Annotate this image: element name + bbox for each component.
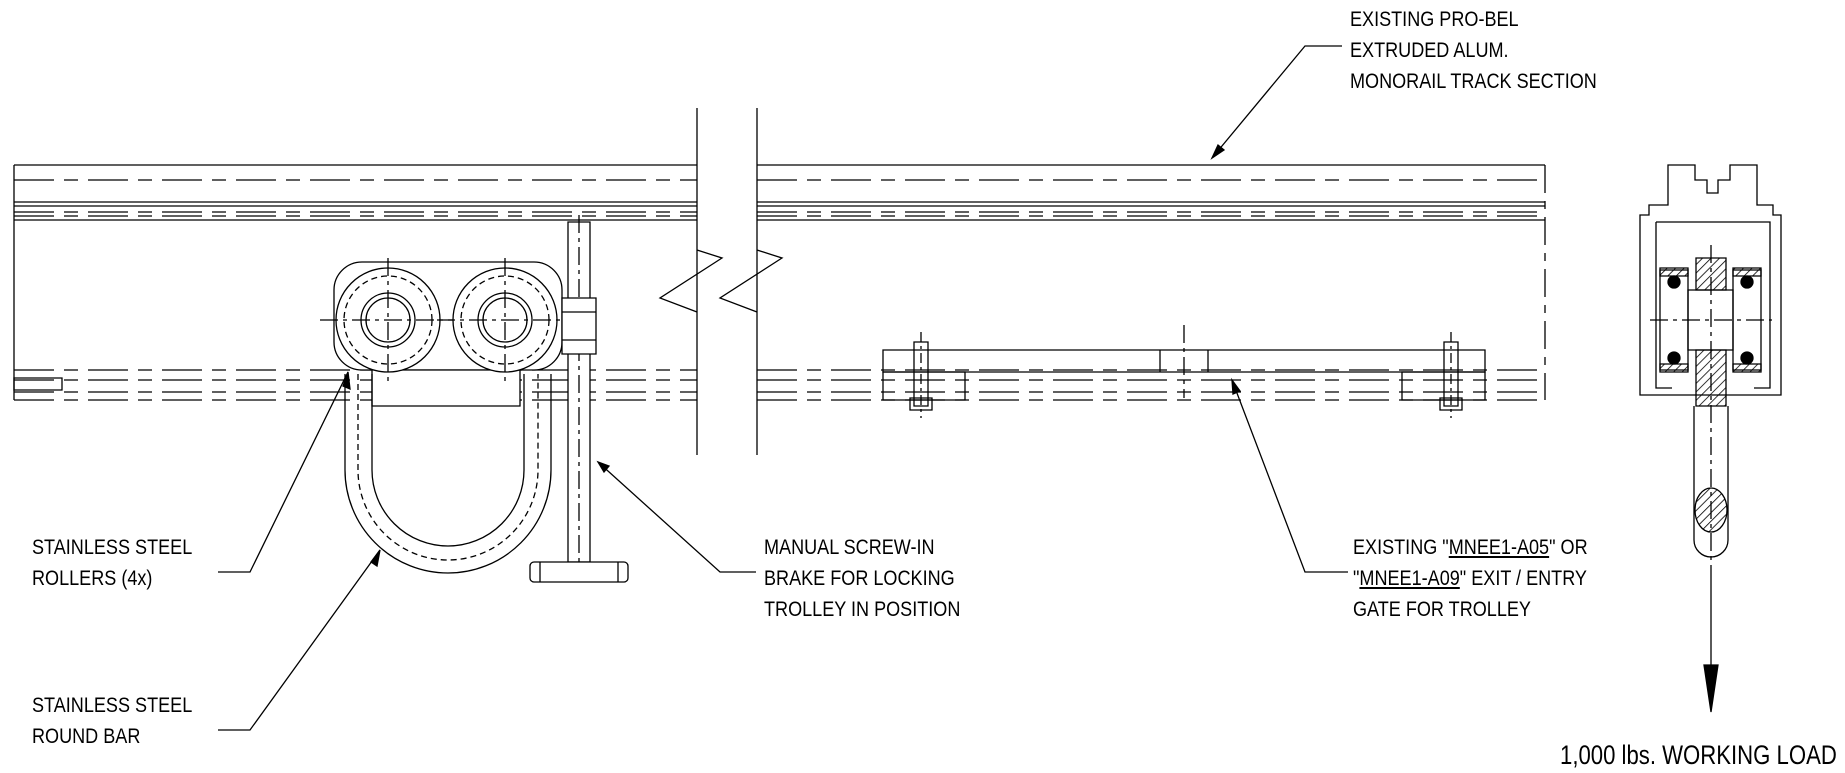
leader-gate xyxy=(1232,380,1348,572)
rail-right-segment xyxy=(757,165,1545,400)
gate-line1-prefix: EXISTING " xyxy=(1353,536,1449,559)
working-load-label: 1,000 lbs. WORKING LOAD xyxy=(1560,740,1837,770)
round-bar-section xyxy=(1694,406,1728,557)
callout-line: EXTRUDED ALUM. xyxy=(1350,39,1509,62)
roller-left xyxy=(320,258,456,382)
load-arrow xyxy=(1704,565,1718,712)
callout-line: TROLLEY IN POSITION xyxy=(764,598,961,621)
leader-rollers xyxy=(218,372,350,572)
roller-right xyxy=(437,258,573,382)
callout-line: MONORAIL TRACK SECTION xyxy=(1350,70,1597,93)
brake-screw xyxy=(530,215,628,582)
gate-line2-suffix: " EXIT / ENTRY xyxy=(1459,567,1587,590)
leader-brake xyxy=(598,462,756,572)
break-symbol xyxy=(660,108,782,455)
callout-line: EXISTING PRO-BEL xyxy=(1350,8,1519,31)
leader-track xyxy=(1212,46,1342,158)
callout-rollers: STAINLESS STEEL ROLLERS (4x) xyxy=(32,532,192,594)
round-bar-u xyxy=(345,374,551,573)
callout-brake: MANUAL SCREW-IN BRAKE FOR LOCKING TROLLE… xyxy=(764,532,960,625)
callout-line: MANUAL SCREW-IN xyxy=(764,536,935,559)
gate xyxy=(883,325,1485,418)
callout-line: ROUND BAR xyxy=(32,725,141,748)
callout-round-bar: STAINLESS STEEL ROUND BAR xyxy=(32,690,192,752)
gate-line1-suffix: " OR xyxy=(1549,536,1588,559)
gate-line2-prefix: " xyxy=(1353,567,1360,590)
gate-part-number-a05: MNEE1-A05 xyxy=(1448,536,1550,559)
leader-roundbar xyxy=(218,550,380,730)
callout-line: STAINLESS STEEL xyxy=(32,536,193,559)
callout-line: EXISTING "MNEE1-A05" OR xyxy=(1353,532,1588,563)
callout-line: GATE FOR TROLLEY xyxy=(1353,598,1531,621)
callout-line: STAINLESS STEEL xyxy=(32,694,193,717)
callout-gate: EXISTING "MNEE1-A05" OR "MNEE1-A09" EXIT… xyxy=(1353,532,1588,625)
gate-part-number-a09: MNEE1-A09 xyxy=(1359,567,1460,590)
callout-line: ROLLERS (4x) xyxy=(32,567,153,590)
callout-track-section: EXISTING PRO-BEL EXTRUDED ALUM. MONORAIL… xyxy=(1350,4,1597,97)
callout-line: BRAKE FOR LOCKING xyxy=(764,567,955,590)
callout-line: "MNEE1-A09" EXIT / ENTRY xyxy=(1353,563,1588,594)
